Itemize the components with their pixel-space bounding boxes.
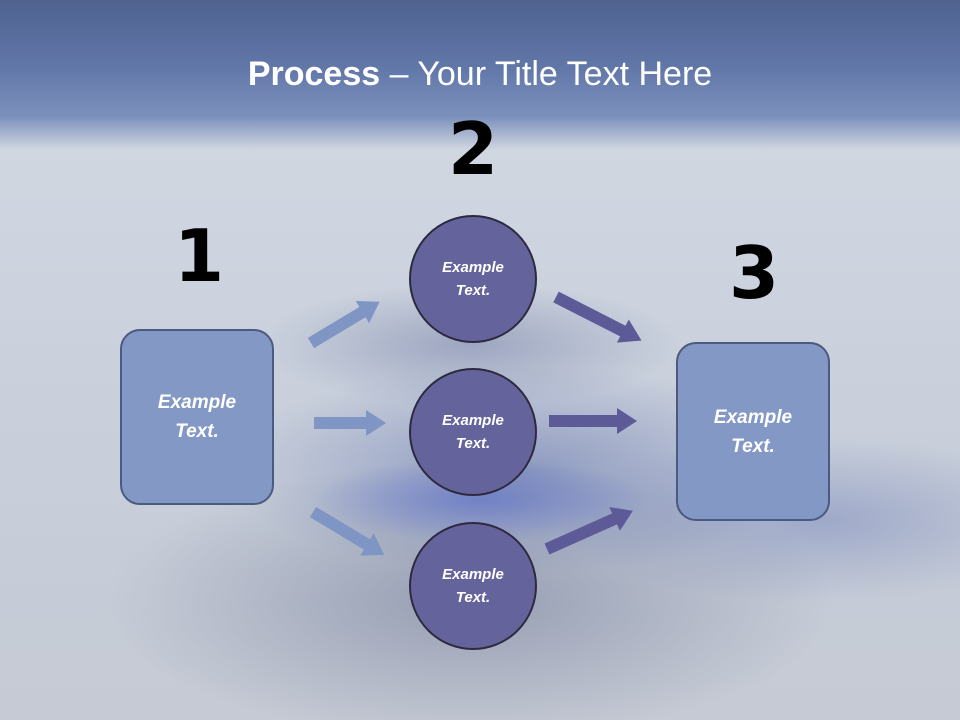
step-2-number: 2 <box>447 107 499 191</box>
step-3-number: 3 <box>728 231 780 315</box>
arrow-1-to-top <box>307 300 380 349</box>
title-rest: – Your Title Text Here <box>380 55 713 93</box>
step-2-circle-bottom: Example Text. <box>409 522 537 650</box>
step-1-box: Example Text. <box>120 329 274 505</box>
step-2-bottom-text: Example Text. <box>442 566 504 606</box>
step-3-text: Example Text. <box>713 406 793 457</box>
step-2-circle-top: Example Text. <box>409 215 537 343</box>
step-3-box: Example Text. <box>676 342 830 521</box>
arrow-1-to-bottom <box>309 506 385 556</box>
step-2-circle-middle: Example Text. <box>409 368 537 496</box>
arrow-top-to-3 <box>553 291 642 343</box>
step-2-top-text: Example Text. <box>442 259 504 299</box>
title-band <box>0 0 960 150</box>
step-1-text: Example Text. <box>157 392 237 442</box>
step-2-middle-text: Example Text. <box>442 412 504 452</box>
title-bold: Process <box>247 55 381 93</box>
arrow-1-to-middle <box>314 410 386 436</box>
slide-title: Process – Your Title Text Here <box>0 52 960 96</box>
arrow-bottom-to-3 <box>544 507 633 555</box>
arrow-middle-to-3 <box>549 408 637 434</box>
step-1-number: 1 <box>173 214 225 298</box>
